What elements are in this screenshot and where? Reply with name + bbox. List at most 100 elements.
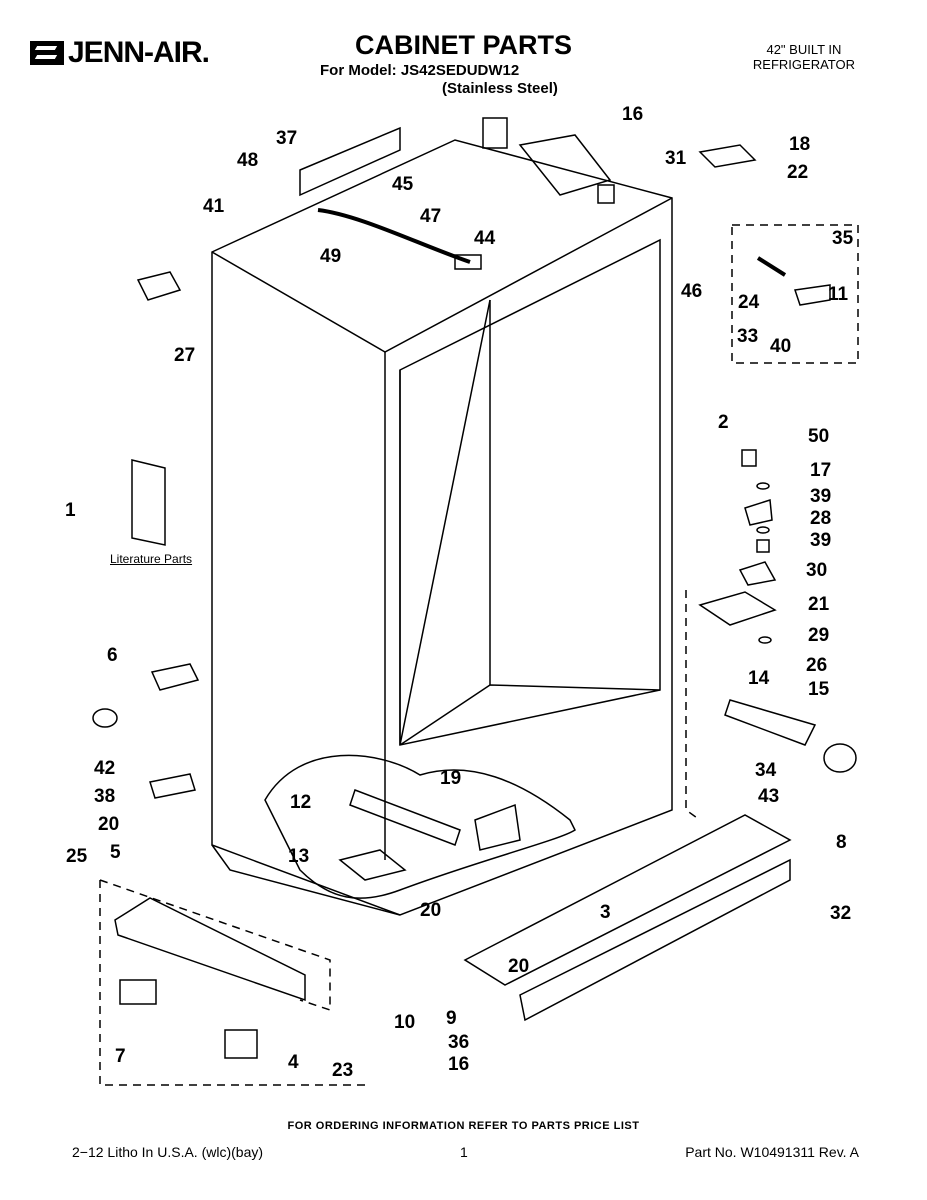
washer-39b	[756, 526, 770, 534]
washer-39a	[756, 482, 770, 490]
clip-6	[150, 663, 200, 691]
callout-33: 33	[737, 326, 759, 347]
leveler-7	[119, 979, 157, 1005]
bracket-47	[518, 134, 612, 196]
bracket-44	[597, 184, 615, 204]
clip-27	[136, 271, 182, 301]
toe-grille	[463, 814, 792, 986]
callout-16: 16	[622, 104, 644, 125]
callout-7: 7	[115, 1046, 126, 1067]
back-panel	[299, 126, 401, 197]
callout-36: 36	[448, 1032, 470, 1053]
callout-50: 50	[808, 426, 830, 447]
base-dashed-box	[99, 880, 370, 1086]
callout-28: 28	[810, 508, 832, 529]
spring-24	[756, 256, 787, 277]
plug-42	[92, 708, 118, 728]
callout-43: 43	[758, 786, 780, 807]
callout-1: 1	[65, 500, 76, 521]
callout-34: 34	[755, 760, 777, 781]
callout-25: 25	[66, 846, 88, 867]
callout-11: 11	[828, 284, 849, 305]
brand-name: JENN-AIR.	[68, 36, 210, 69]
callout-6: 6	[107, 645, 118, 666]
callout-38: 38	[94, 786, 116, 807]
callout-8: 8	[836, 832, 847, 853]
callout-26: 26	[806, 655, 828, 676]
callout-14: 14	[748, 668, 770, 689]
top-hinge	[698, 144, 757, 168]
callout-46: 46	[681, 281, 703, 302]
page-title: CABINET PARTS	[354, 30, 572, 60]
roller-4	[224, 1029, 258, 1059]
callout-30: 30	[806, 560, 828, 581]
product-type: 42" BUILT IN REFRIGERATOR	[753, 42, 855, 72]
filter-dashed-guide	[685, 590, 701, 821]
callout-4: 4	[288, 1052, 299, 1073]
callout-44: 44	[474, 228, 496, 249]
bracket-19	[474, 803, 521, 851]
wiring-harness	[317, 208, 471, 264]
literature-pack	[131, 459, 166, 546]
filter-cap	[823, 743, 857, 773]
page-number: 1	[460, 1144, 468, 1160]
callout-40: 40	[770, 336, 792, 357]
callout-5: 5	[110, 842, 121, 863]
callout-31: 31	[665, 148, 687, 169]
callout-29: 29	[808, 625, 830, 646]
hinge-plate-29	[698, 591, 777, 626]
callout-42: 42	[94, 758, 116, 779]
callout-32: 32	[830, 903, 852, 924]
pin-17	[741, 449, 757, 467]
callout-24: 24	[738, 292, 760, 313]
callout-20b: 20	[420, 900, 442, 921]
callout-9: 9	[446, 1008, 457, 1029]
literature-label: Literature Parts	[110, 552, 193, 566]
cover-13	[338, 849, 407, 881]
callout-39a: 39	[810, 486, 832, 507]
water-filter	[724, 699, 817, 746]
callout-18: 18	[789, 134, 811, 155]
callout-21: 21	[808, 594, 830, 615]
clip-38	[149, 773, 196, 799]
product-line-2: REFRIGERATOR	[752, 57, 855, 72]
callout-20a: 20	[98, 814, 120, 835]
callout-2: 2	[718, 412, 729, 433]
callout-3: 3	[600, 902, 611, 923]
callout-19: 19	[440, 768, 462, 789]
callout-49: 49	[320, 246, 342, 267]
callout-23: 23	[332, 1060, 354, 1081]
hinge-21	[738, 561, 777, 586]
ordering-note: FOR ORDERING INFORMATION REFER TO PARTS …	[287, 1120, 640, 1132]
callout-37: 37	[276, 128, 298, 149]
base-frame	[114, 897, 306, 1002]
model-line: For Model: JS42SEDUDW12	[320, 62, 520, 79]
callout-10: 10	[394, 1012, 416, 1033]
tube-12	[349, 789, 461, 846]
callout-17: 17	[810, 460, 832, 481]
callout-12: 12	[290, 792, 312, 813]
callout-39b: 39	[810, 530, 832, 551]
callout-41: 41	[203, 196, 225, 217]
kick-plate	[519, 858, 791, 1022]
bushing-30	[756, 539, 770, 553]
product-line-1: 42" BUILT IN	[766, 42, 842, 57]
callout-13: 13	[288, 846, 310, 867]
bracket-28	[744, 499, 773, 526]
callout-48: 48	[237, 150, 259, 171]
washer-26	[758, 636, 772, 644]
litho-info: 2−12 Litho In U.S.A. (wlc)(bay)	[72, 1144, 264, 1160]
hinge-kit-box	[731, 224, 859, 364]
callout-16b: 16	[448, 1054, 470, 1075]
base-dashed-guide	[99, 879, 331, 1012]
harness-connector	[454, 254, 482, 270]
callout-22: 22	[787, 162, 809, 183]
callout-15: 15	[808, 679, 830, 700]
brand-mark-icon	[30, 41, 64, 65]
closer-33	[794, 284, 831, 306]
callout-27: 27	[174, 345, 196, 366]
part-number: Part No. W10491311 Rev. A	[685, 1144, 859, 1160]
brand-logo: JENN-AIR.	[30, 36, 210, 70]
callout-20c: 20	[508, 956, 530, 977]
